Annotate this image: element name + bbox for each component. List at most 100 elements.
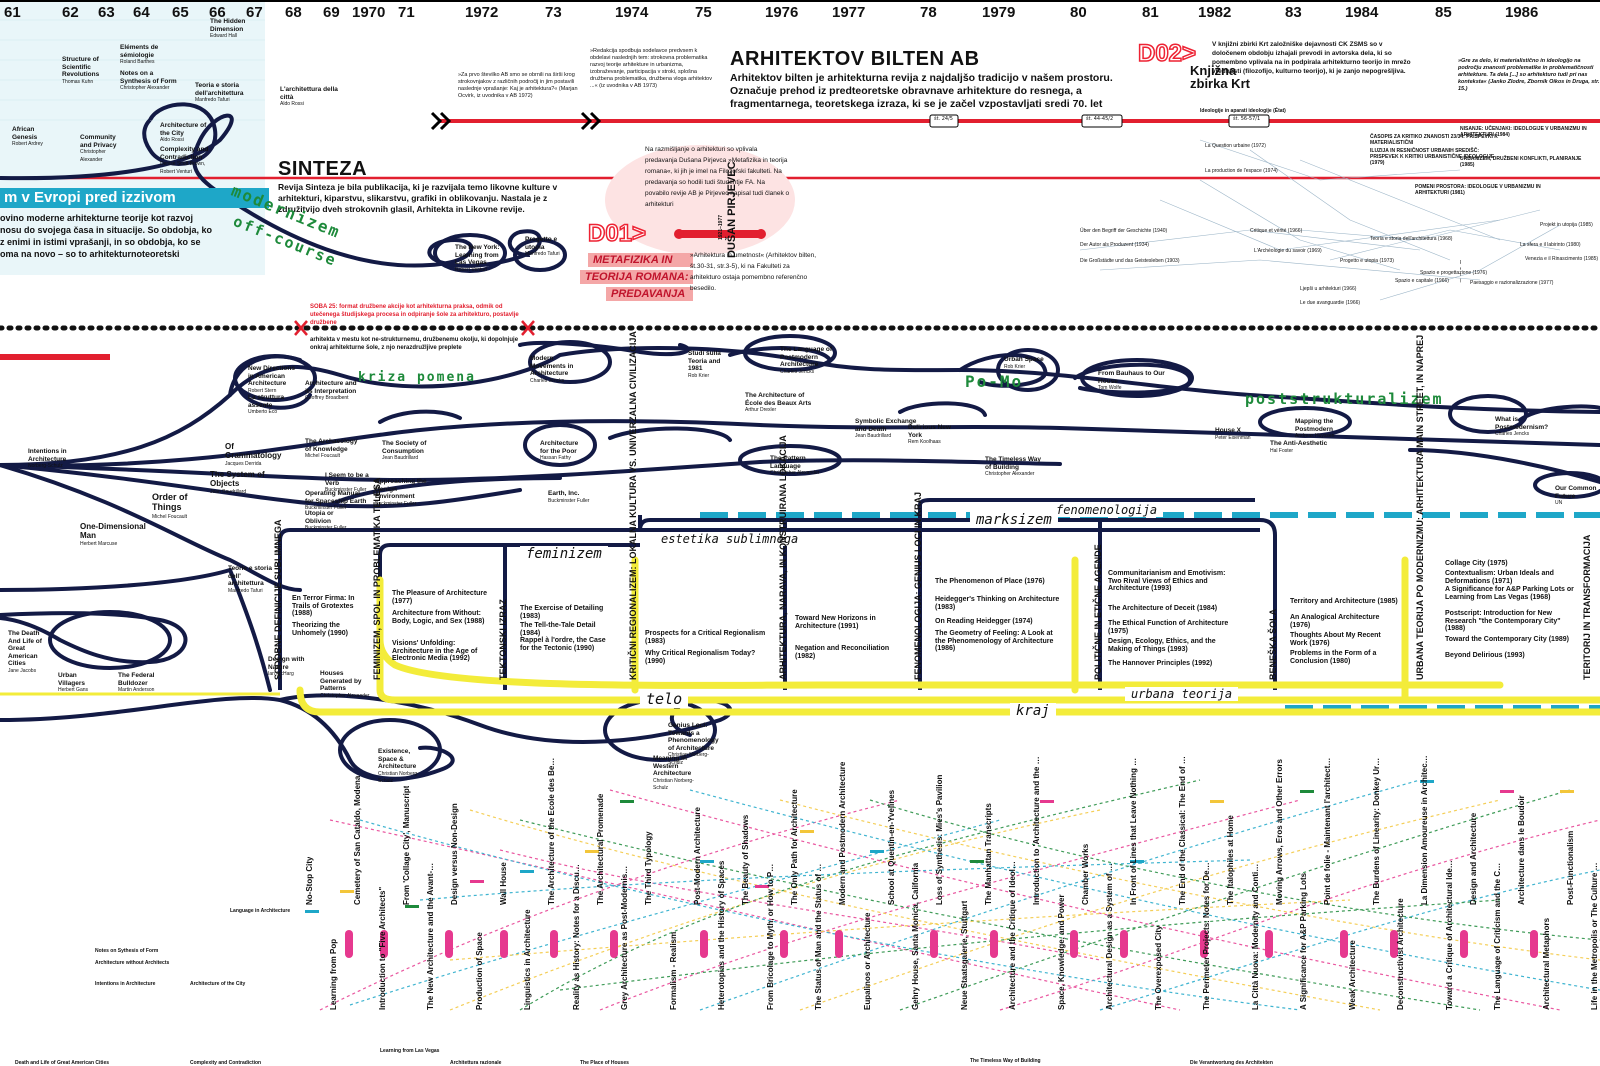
bottom-title: The Status of Man and the Status of His … <box>814 860 824 1010</box>
book-author: Manfredo Tafuri <box>228 587 263 594</box>
book-author: Umberto Eco <box>248 409 278 415</box>
theme-book: The Hannover Principles (1992) <box>1108 660 1213 667</box>
bottom-title: Eupalinos or Architecture <box>862 912 872 1011</box>
year-label: 1986 <box>1505 4 1539 21</box>
bottom-title: The Architecture of the Ecole des Beaux-… <box>547 755 557 905</box>
book-author: Christopher Alexander <box>770 470 820 476</box>
flow-label-poststrukturalizem: poststrukturalizem <box>1245 390 1444 408</box>
book-entry: What is Postmodernism?Charles Jencks <box>1495 416 1555 439</box>
theme-heading: BENEŠKA ŠOLA <box>1268 608 1278 680</box>
krt-text: V knjižni zbirki Krt založniške dejavnos… <box>1212 41 1411 75</box>
book-title: Design with Nature <box>268 656 305 671</box>
bottom-title: The Third Typology <box>644 831 654 905</box>
theme-book: The Tell-the-Tale Detail (1984) <box>520 622 596 637</box>
theme-book: The Architecture of Deceit (1984) <box>1108 605 1218 612</box>
theme-label-kraj: kraj <box>1010 703 1056 719</box>
book-author: Rob Krier <box>688 372 710 379</box>
book-title: One-Dimensional Man <box>80 522 146 540</box>
book-author: Thomas Kuhn <box>62 78 94 85</box>
book-title: Community and Privacy <box>80 134 117 149</box>
pink-label: PREDAVANJA <box>606 287 694 301</box>
theme-heading: TERITORIJ IN TRANSFORMACIJA <box>1582 534 1592 680</box>
bottom-left-item: Death and Life of Great American Cities <box>15 1060 110 1066</box>
bottom-title: Production of Space <box>474 932 484 1010</box>
book-title: Approaching the Benign Environment <box>375 478 427 500</box>
krt-book: Ljepši u arhitekturi (1966) <box>1300 286 1357 292</box>
theme-label-telo: telo <box>640 690 689 708</box>
bottom-title: Learning from Pop <box>329 938 339 1010</box>
bottom-title: Grey Architecture as Post-Modernism, or,… <box>620 860 630 1010</box>
book-author: Roland Barthes <box>120 59 155 65</box>
book-title: Earth, Inc. <box>548 490 580 497</box>
theme-book: Thoughts About My Recent Work (1976) <box>1290 632 1381 647</box>
bottom-left-item: Notes on Sythesis of Form <box>95 948 159 954</box>
bottom-title: Loss of Synthesis: Mies's Pavilion <box>935 774 945 905</box>
bottom-title: Design versus Non-Design <box>450 803 460 905</box>
theme-heading: FEMINIZEM, SPOL IN PROBLEMATIKA TELESA <box>372 477 382 680</box>
book-title: L'architettura della città <box>280 86 338 101</box>
bottom-left-item: The Place of Houses <box>580 1060 629 1066</box>
book-author: Michel Foucault <box>305 453 341 459</box>
d01-code: D01> <box>587 219 647 248</box>
pirjevec-reference: »Arhitektura in umetnost« (Arhitektov bi… <box>690 252 817 292</box>
year-label: 67 <box>246 4 263 21</box>
theme-book: The Exercise of Detailing (1983) <box>520 605 604 620</box>
pink-label-group: METAFIZIKA IN TEORIJA ROMANA: PREDAVANJA <box>580 253 694 301</box>
bottom-title: In Front of Lines that Leave Nothing Beh… <box>1129 755 1139 905</box>
theme-book: Toward the Contemporary City (1989) <box>1445 636 1569 643</box>
book-author: Herbert Gans <box>58 687 89 693</box>
theme-book: Beyond Delirious (1993) <box>1445 652 1525 659</box>
bottom-title: Life in the Metropolis or The Culture of… <box>1590 860 1599 1010</box>
book-entry: Genius Loci: Towards a Phenomenology of … <box>668 722 723 767</box>
theme-book: An Analogical Architecture (1976) <box>1290 614 1380 629</box>
theme-label-fenomenologija: fenomenologija <box>1050 503 1164 517</box>
book-author: Christopher Alexander <box>985 471 1035 477</box>
book-title: Intentions in Architecture <box>28 448 67 463</box>
right-quote: »Gre za delo, ki materialistično in ideo… <box>1458 58 1600 92</box>
book-author: Manfredo Tafuri <box>195 97 230 103</box>
bottom-left-item: Language in Architecture <box>230 908 291 914</box>
soba25-text-b: arhitekta v mestu kot ne-strukturnemu, d… <box>310 337 519 351</box>
bottom-title: Architectural Metaphors <box>1541 917 1551 1010</box>
krt-book: Spazio e progettazione (1976) <box>1420 270 1487 276</box>
flow-label-po-mo: Po-Mo <box>965 372 1024 391</box>
theme-heading: TEKTONSKI IZRAZ <box>498 599 508 680</box>
theme-label-urbana-teorija: urbana teorija <box>1125 687 1239 701</box>
ab-lead: Arhitektov bilten je arhitekturna revija… <box>730 72 1113 110</box>
book-entry: The Architecture of École des Beaux Arts… <box>745 392 815 415</box>
book-author: Peter Eisenman <box>1215 434 1251 441</box>
book-title: From Bauhaus to Our House <box>1098 370 1165 385</box>
book-title: Meaning in Western Architecture <box>653 755 692 777</box>
book-author: Christian Norberg-Schulz <box>378 770 419 785</box>
bottom-title: Architecture and the Critique of Ideolog… <box>1008 860 1018 1010</box>
book-author: Charles Jencks <box>530 377 565 384</box>
pink-label: TEORIJA ROMANA: <box>580 270 694 284</box>
krt-book: Progetto e utopia (1973) <box>1460 260 1461 284</box>
book-title: Utopia or Oblivion <box>305 510 334 525</box>
book-author: Denise Scott Brown, Robert Venturi <box>160 161 206 175</box>
krt-book: Über den Begriff der Geschichte (1940) <box>1080 228 1168 234</box>
bottom-left-item: Architecture of the City <box>190 981 246 987</box>
bottom-title: Reality as History: Notes for a Discussi… <box>571 860 581 1010</box>
krt-book: La production de l'espace (1974) <box>1205 168 1278 174</box>
theme-book: Visions' Unfolding: Architecture in the … <box>392 640 478 662</box>
bottom-title: The New Architecture and the Avant-Garde <box>426 860 436 1010</box>
book-title: Delirious New York <box>908 424 951 439</box>
bottom-title: Design and Architecture <box>1468 812 1478 905</box>
theme-book: The Pleasure of Architecture (1977) <box>392 590 488 605</box>
pirjevec-years: 1921–1977 <box>718 214 724 240</box>
